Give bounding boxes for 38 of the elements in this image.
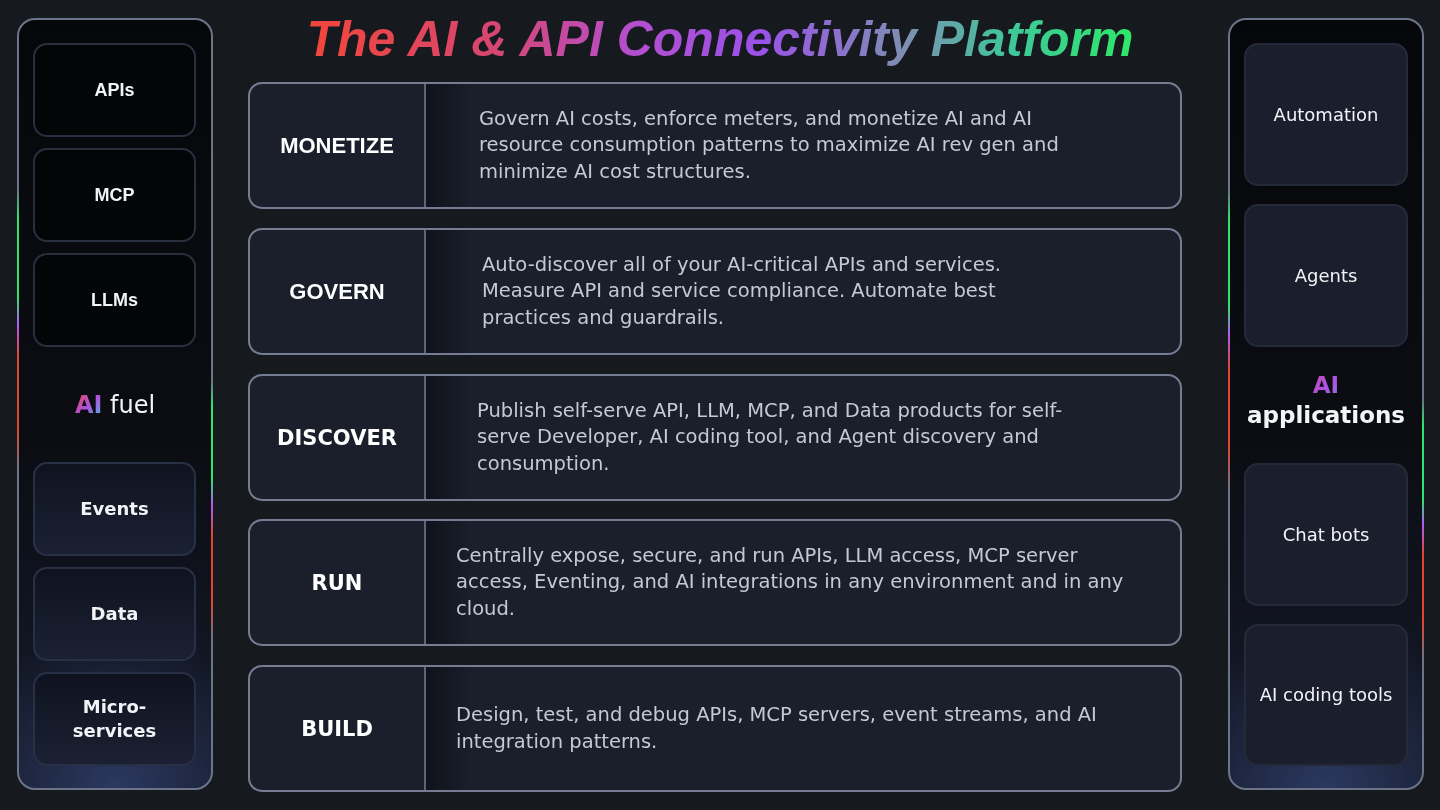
row-heading: DISCOVER [277,425,397,450]
row-heading: BUILD [301,716,373,741]
tile-label: Automation [1273,102,1379,127]
row-card [248,665,1182,792]
row-description: Centrally expose, secure, and run APIs, LLM access, MCP server access, Eventing, and AI integrations in any environment and in any cloud. [456,542,1125,622]
row-card [248,82,1182,209]
side-panel [17,18,213,790]
category-tile [33,253,196,347]
tile-label: MCP [94,184,135,207]
tile-label: Chat bots [1282,522,1370,547]
row-description: Auto-discover all of your AI-critical APIs and services. Measure API and service compliance. Automate best practices and guardrails. [482,251,1002,331]
tile-label: AI coding tools [1259,683,1393,707]
category-tile [33,567,196,661]
tile-label: Data [90,602,139,626]
category-tile [33,462,196,556]
row-description: Govern AI costs, enforce meters, and monetize AI and AI resource consumption patterns to maximize AI rev gen and minimize AI cost structures. [479,105,1060,185]
row-card [248,374,1182,501]
category-tile [33,672,196,766]
tile-label: Agents [1294,263,1358,288]
panel-heading: AI fuel [74,390,156,421]
side-panel [1228,18,1424,790]
row-heading: RUN [311,570,363,595]
tile-label: Events [80,497,149,521]
category-tile [1244,43,1408,186]
row-heading: MONETIZE [280,132,394,159]
tile-label: Micro-services [71,695,158,743]
row-heading: GOVERN [289,278,385,305]
category-tile [33,43,196,137]
category-tile [33,148,196,242]
row-card [248,519,1182,646]
category-tile [1244,624,1408,766]
row-card [248,228,1182,355]
row-description: Publish self-serve API, LLM, MCP, and Data products for self-serve Developer, AI coding tool, and Agent discovery and consumption. [477,397,1064,477]
category-tile [1244,204,1408,347]
category-tile [1244,463,1408,606]
tile-label: LLMs [91,289,138,312]
tile-label: APIs [94,79,135,102]
row-description: Design, test, and debug APIs, MCP servers, event streams, and AI integration patterns. [456,702,1098,755]
